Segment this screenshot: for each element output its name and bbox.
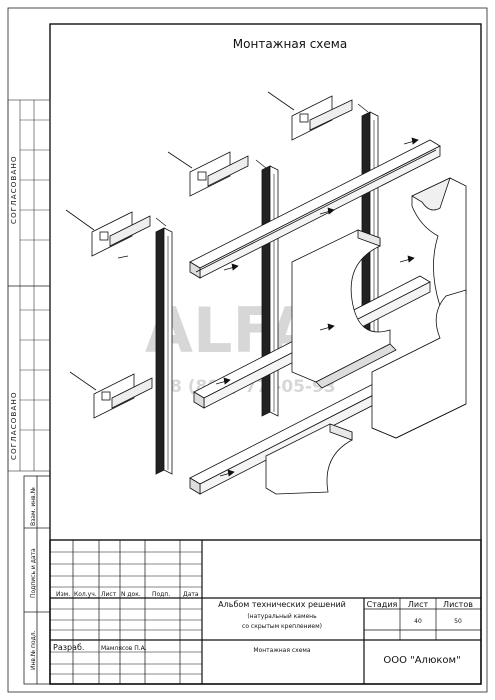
col-n-dok: N док. bbox=[121, 591, 141, 598]
margin-vzam-inv: Взам. инв.№ bbox=[30, 487, 37, 526]
col-list: Лист bbox=[101, 591, 117, 598]
fastener-markers bbox=[155, 103, 419, 477]
bracket-4 bbox=[69, 371, 153, 419]
sheets-total: 50 bbox=[454, 618, 462, 625]
stone-slab-upper bbox=[291, 229, 397, 389]
stone-slab-lower bbox=[265, 423, 353, 495]
approval-label-bottom: СОГЛАСОВАНО bbox=[10, 391, 18, 460]
vertical-profile-1 bbox=[155, 227, 173, 475]
company-name: ООО "Алюком" bbox=[383, 655, 460, 666]
drawing-name: Монтажная схема bbox=[253, 647, 311, 654]
developer-role: Разраб. bbox=[53, 643, 84, 652]
sheets-label: Листов bbox=[443, 600, 473, 609]
title-block-grid bbox=[49, 539, 482, 685]
stage-label: Стадия bbox=[367, 600, 398, 609]
col-podp: Подп. bbox=[152, 591, 170, 598]
bracket-1 bbox=[65, 209, 151, 259]
bracket-2 bbox=[167, 151, 249, 197]
drawing-title: Монтажная схема bbox=[233, 37, 347, 51]
margin-podpis-data: Подпись и дата bbox=[30, 548, 37, 598]
vertical-profile-2 bbox=[261, 165, 279, 417]
album-subtitle-2: со скрытым креплением) bbox=[242, 623, 322, 630]
col-data: Дата bbox=[183, 591, 199, 598]
margin-inv-podl: Инв.№ подл. bbox=[30, 630, 37, 670]
col-izm: Изм. bbox=[56, 591, 70, 598]
album-title: Альбом технических решений bbox=[218, 600, 346, 609]
sheet-number: 40 bbox=[414, 618, 422, 625]
bracket-3 bbox=[267, 91, 353, 141]
developer-name: Мамлясов П.А. bbox=[101, 645, 147, 652]
horizontal-profile-upper bbox=[189, 139, 441, 279]
approval-label-top: СОГЛАСОВАНО bbox=[10, 155, 18, 224]
sheet-label: Лист bbox=[408, 600, 429, 609]
album-subtitle-1: (натуральный камень bbox=[247, 613, 317, 620]
margin-strip bbox=[23, 475, 51, 685]
stone-slab-right-lower bbox=[371, 289, 467, 439]
col-kol-uch: Кол.уч. bbox=[74, 591, 97, 598]
assembly-drawing bbox=[65, 91, 467, 495]
approval-strip-bottom bbox=[7, 285, 51, 472]
